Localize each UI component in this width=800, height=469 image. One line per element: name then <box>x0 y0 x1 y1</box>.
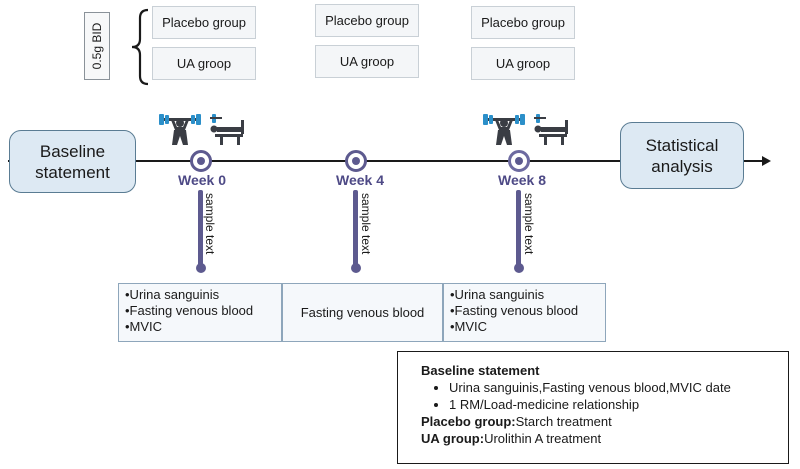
week0-placebo-group: Placebo group <box>152 6 256 39</box>
week4-marker <box>345 150 367 172</box>
legend-bullet: Urina sanguinis,Fasting venous blood,MVI… <box>449 379 780 396</box>
week4-stem <box>353 190 358 268</box>
activity-item: •MVIC <box>125 319 163 334</box>
week4-ua-group: UA groop <box>315 45 419 78</box>
week8-placebo-group: Placebo group <box>471 6 575 39</box>
week4-stem-end <box>350 263 361 273</box>
week4-activities: Fasting venous blood <box>282 283 443 342</box>
week0-label: Week 0 <box>178 172 226 188</box>
legend-ua: UA group:Urolithin A treatment <box>421 430 780 447</box>
weightlifting-icon <box>159 114 201 145</box>
bench-press-icon <box>210 114 244 145</box>
week4-label: Week 4 <box>336 172 384 188</box>
week8-activities: •Urina sanguinis •Fasting venous blood •… <box>443 283 606 342</box>
dose-text: 0.5g BID <box>90 22 104 70</box>
legend-placebo-label: Placebo group: <box>421 414 516 429</box>
activity-item: •Fasting venous blood <box>125 303 254 318</box>
week0-sample-text: sample text <box>203 193 217 255</box>
weightlifting-icon <box>483 114 525 145</box>
dose-label: 0.5g BID <box>84 12 110 80</box>
timeline-arrowhead <box>762 156 771 166</box>
week0-stem-end <box>195 263 206 273</box>
week0-activities: •Urina sanguinis •Fasting venous blood •… <box>118 283 282 342</box>
legend-ua-label: UA group: <box>421 431 485 446</box>
week8-sample-text: sample text <box>522 193 536 255</box>
week4-placebo-group: Placebo group <box>315 4 419 37</box>
activity-item: •Urina sanguinis <box>450 287 545 302</box>
activity-item: •Urina sanguinis <box>125 287 220 302</box>
week0-stem <box>198 190 203 268</box>
legend-ua-text: Urolithin A treatment <box>484 431 602 446</box>
activity-item: •MVIC <box>450 319 488 334</box>
legend-box: Baseline statement Urina sanguinis,Fasti… <box>397 351 789 464</box>
week8-stem <box>516 190 521 268</box>
week8-ua-group: UA groop <box>471 47 575 80</box>
week8-marker <box>508 150 530 172</box>
timeline-axis <box>8 160 764 162</box>
week0-ua-group: UA groop <box>152 47 256 80</box>
week0-marker <box>190 150 212 172</box>
baseline-statement-box: Baseline statement <box>9 130 136 193</box>
week4-sample-text: sample text <box>359 193 373 255</box>
legend-bullet: 1 RM/Load-medicine relationship <box>449 396 780 413</box>
bench-press-icon <box>534 114 568 145</box>
week8-label: Week 8 <box>498 172 546 188</box>
activity-item: Fasting venous blood <box>300 304 425 320</box>
week8-stem-end <box>513 263 524 273</box>
statistical-analysis-box: Statistical analysis <box>620 122 744 189</box>
legend-placebo: Placebo group:Starch treatment <box>421 413 780 430</box>
activity-item: •Fasting venous blood <box>450 303 579 318</box>
group-bracket <box>131 8 149 86</box>
legend-bullets: Urina sanguinis,Fasting venous blood,MVI… <box>421 379 780 413</box>
legend-placebo-text: Starch treatment <box>515 414 612 429</box>
legend-title: Baseline statement <box>421 363 540 378</box>
